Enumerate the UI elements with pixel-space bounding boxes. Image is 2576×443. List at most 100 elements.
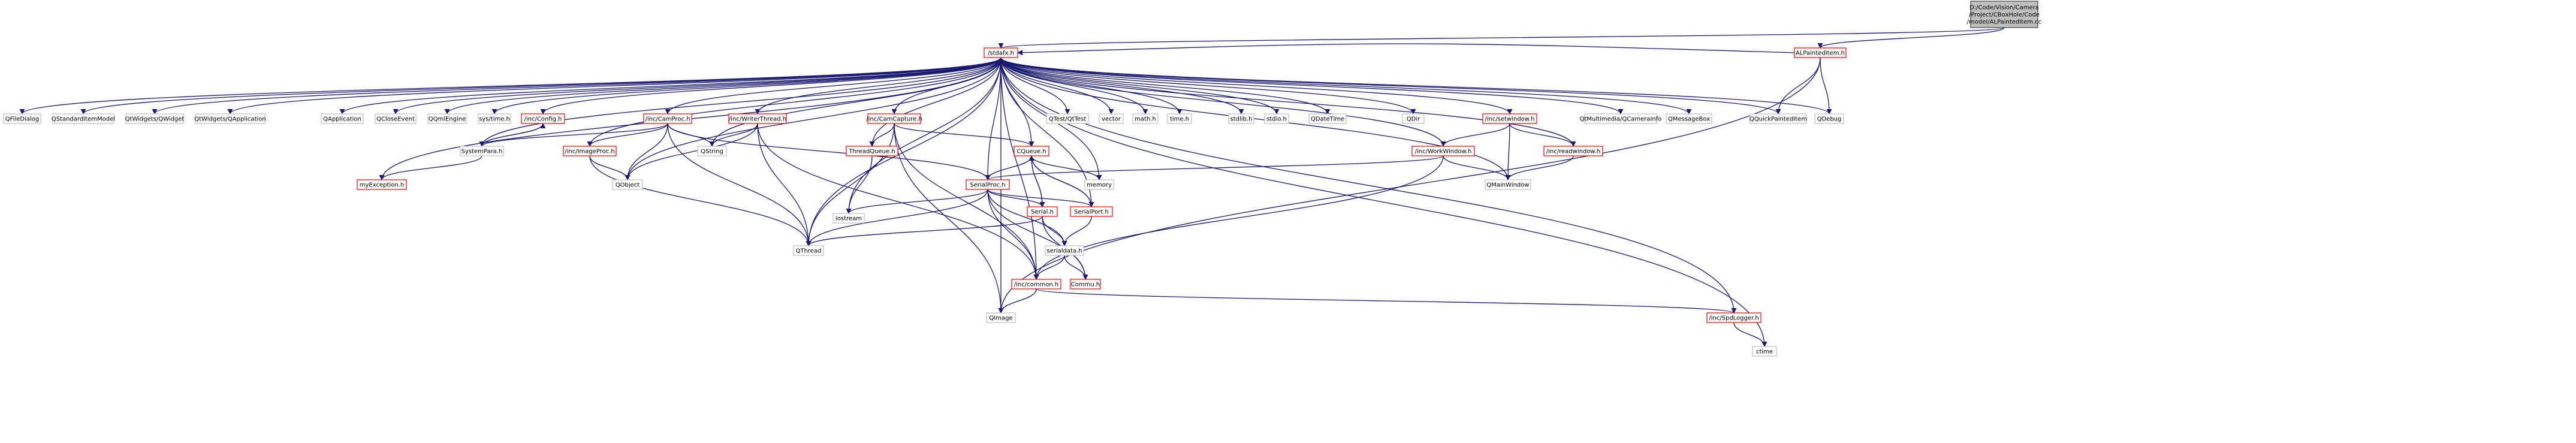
node-camcapture[interactable]: /inc/CamCapture.h xyxy=(866,113,922,124)
edge-stdafx-to-systempara xyxy=(479,57,1002,147)
node-qdatetime: QDateTime xyxy=(1308,113,1347,124)
node-serialport[interactable]: SerialPort.h xyxy=(1070,206,1113,217)
edge-stdafx-to-qwidgets_a xyxy=(227,57,1002,114)
edge-serialport-to-serialdata xyxy=(1061,216,1092,246)
node-campro[interactable]: /inc/CamProc.h xyxy=(643,113,692,124)
node-label: /inc/CamCapture.h xyxy=(866,116,922,123)
node-label: QFileDialog xyxy=(5,116,39,123)
node-setwindow[interactable]: /inc/setwindow.h xyxy=(1482,113,1537,124)
edge-stdafx-to-qmessagebox xyxy=(1000,57,1692,114)
node-readwindow[interactable]: /inc/readwindow.h xyxy=(1543,146,1603,156)
edge-line xyxy=(1000,57,1692,114)
edge-serialproc-to-qthread xyxy=(806,189,988,246)
edge-threadqueue-to-iostream xyxy=(846,155,873,214)
edge-stdafx-to-setwindow xyxy=(1000,57,1513,114)
node-label: QMessageBox xyxy=(1668,116,1710,123)
edge-spdlogger-to-ctime xyxy=(1733,322,1767,347)
edge-line xyxy=(479,123,668,147)
node-box xyxy=(1814,113,1844,124)
edge-line xyxy=(444,57,1002,114)
edge-common-to-qimage xyxy=(998,288,1037,314)
edge-stdafx-to-qwidgets_w xyxy=(152,57,1002,114)
edge-campro-to-systempara xyxy=(479,123,668,147)
edge-line xyxy=(1033,155,1444,280)
node-cqueue[interactable]: CQueue.h xyxy=(1013,146,1049,156)
node-time: time.h xyxy=(1167,113,1192,124)
node-box xyxy=(832,213,865,224)
node-box xyxy=(966,179,1010,190)
node-spdlogger[interactable]: /inc/SpdLogger.h xyxy=(1706,312,1761,323)
edge-line xyxy=(894,123,1034,147)
edge-stdafx-to-math xyxy=(1000,57,1148,114)
edge-line xyxy=(709,123,758,147)
edge-stdafx-to-iostream xyxy=(846,57,1002,214)
node-label: stdlib.h xyxy=(1230,116,1253,123)
edge-line xyxy=(227,57,1002,114)
edge-line xyxy=(393,57,1002,114)
edges-layer xyxy=(19,27,2005,347)
edge-root-to-stdafx xyxy=(999,27,2005,49)
node-box xyxy=(984,47,1018,58)
node-label: QtWidgets/QWidget xyxy=(125,116,185,123)
edge-line xyxy=(757,123,1039,280)
edge-line xyxy=(1509,123,1576,147)
edge-line xyxy=(1036,288,1737,314)
edge-line xyxy=(757,123,812,246)
node-label: QStandardItemModel xyxy=(52,116,115,123)
node-label: sys/time.h xyxy=(479,116,510,123)
node-label: stdio.h xyxy=(1266,116,1287,123)
edge-line xyxy=(987,189,1094,207)
node-box xyxy=(1011,279,1061,290)
node-label: QCloseEvent xyxy=(376,116,415,123)
edge-line xyxy=(846,57,1002,214)
edge-alpainted-to-qimage xyxy=(998,57,1821,314)
node-imageproc[interactable]: /inc/ImageProc.h xyxy=(563,146,617,156)
edge-campro-to-imageproc xyxy=(587,123,668,147)
node-box xyxy=(1084,179,1114,190)
node-alpainted[interactable]: ALPaintedItem.h xyxy=(1794,47,1847,58)
node-commu[interactable]: Commu.h xyxy=(1070,279,1101,290)
node-qqmlengine: QQmlEngine xyxy=(427,113,467,124)
node-threadqueue[interactable]: ThreadQueue.h xyxy=(846,146,898,156)
edge-line xyxy=(1028,155,1092,207)
node-serial[interactable]: Serial.h xyxy=(1027,206,1058,217)
edge-stdafx-to-stdlib xyxy=(1000,57,1244,114)
edge-line xyxy=(1000,57,1148,114)
node-serialproc[interactable]: SerialProc.h xyxy=(966,179,1010,190)
edge-stdafx-to-qstditem xyxy=(80,57,1002,114)
node-box xyxy=(321,113,364,124)
node-qstditem: QStandardItemModel xyxy=(52,113,115,124)
edge-line xyxy=(806,57,1002,246)
node-label: Commu.h xyxy=(1071,282,1100,288)
edge-line xyxy=(625,57,1002,180)
edge-line xyxy=(894,123,1039,280)
node-qimage: QImage xyxy=(986,312,1016,323)
node-box xyxy=(1543,146,1603,156)
edge-line xyxy=(985,155,1032,180)
edge-line xyxy=(1733,322,1767,347)
edge-stdafx-to-serialproc xyxy=(985,57,1002,180)
edge-line xyxy=(1000,57,1244,114)
edge-line xyxy=(846,189,988,214)
edge-line xyxy=(985,57,1002,180)
node-common[interactable]: /inc/common.h xyxy=(1011,279,1061,290)
edge-line xyxy=(491,57,1002,114)
node-box xyxy=(1666,113,1712,124)
node-box xyxy=(1794,47,1847,58)
edge-serial-to-qthread xyxy=(806,216,1043,246)
edge-line xyxy=(1000,57,1039,280)
edge-line xyxy=(1031,155,1102,180)
node-writerthread[interactable]: /inc/WriterThread.h xyxy=(728,113,787,124)
node-config[interactable]: /inc/Config.h xyxy=(521,113,565,124)
node-stdafx[interactable]: /stdafx.h xyxy=(984,47,1018,58)
node-workwindow[interactable]: /inc/WorkWindow.h xyxy=(1411,146,1475,156)
edge-line xyxy=(846,155,873,214)
node-label: QDebug xyxy=(1817,116,1842,123)
node-label: math.h xyxy=(1135,116,1156,123)
edge-line xyxy=(987,189,1067,246)
node-label: QThread xyxy=(796,248,822,255)
node-myexception[interactable]: myException.h xyxy=(357,179,407,190)
edge-line xyxy=(806,123,895,246)
edge-stdafx-to-qthread xyxy=(806,57,1002,246)
edge-line xyxy=(667,123,812,246)
